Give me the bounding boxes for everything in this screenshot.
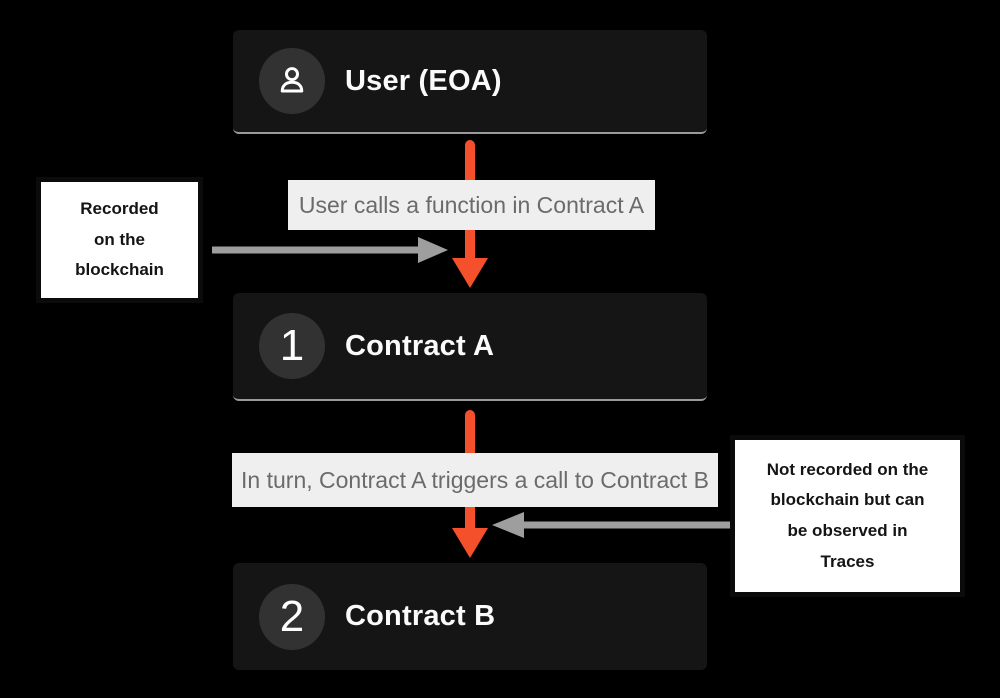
edge-label-user-call: User calls a function in Contract A [288, 180, 655, 230]
node-contract-b-title: Contract B [345, 600, 496, 632]
right-arrow-recorded-note [212, 237, 448, 263]
user-icon [280, 67, 304, 93]
node-contract-a-title: Contract A [345, 329, 495, 362]
node-contract-a: 1 Contract A [233, 293, 707, 401]
edge-label-contract-a-call: In turn, Contract A triggers a call to C… [232, 453, 718, 507]
note-not-recorded-on-blockchain: Not recorded on the blockchain but can b… [730, 435, 965, 597]
node-contract-b: 2 Contract B [233, 563, 707, 670]
step-1-badge: 1 [259, 313, 325, 379]
node-user-title: User (EOA) [345, 64, 502, 97]
note-recorded-on-blockchain: Recorded on the blockchain [36, 177, 203, 303]
node-user-eoa: User (EOA) [233, 30, 707, 134]
user-avatar-badge [259, 48, 325, 114]
step-2-badge: 2 [259, 583, 325, 650]
left-arrow-not-recorded-note [492, 512, 732, 538]
